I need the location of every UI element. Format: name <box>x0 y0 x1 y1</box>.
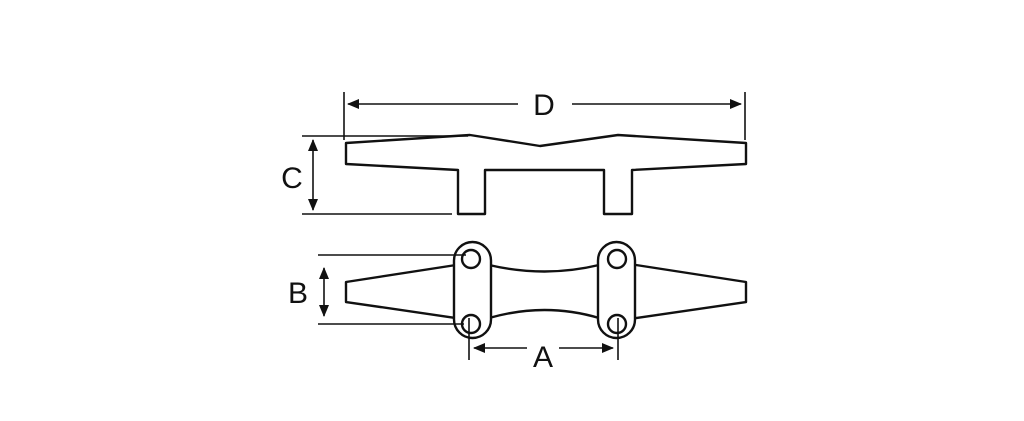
cleat-top-horn-outline <box>344 263 748 320</box>
mounting-hole-right-bottom <box>606 313 628 335</box>
cleat-side-view <box>344 133 748 216</box>
dimension-label-a-backdrop <box>527 336 559 362</box>
dimension-a: A <box>468 318 619 374</box>
dimension-label-a: A <box>533 341 553 374</box>
dimension-c: C <box>281 135 468 215</box>
cleat-base-pad-right <box>596 240 637 340</box>
mounting-hole-right-top <box>606 248 628 270</box>
cleat-side-outline <box>344 133 748 216</box>
dimension-label-c: C <box>281 162 303 195</box>
dimension-b: B <box>288 254 466 325</box>
cleat-top-view <box>344 240 748 340</box>
mounting-hole-left-top <box>460 248 482 270</box>
dimension-d: D <box>343 89 746 140</box>
dimension-label-d: D <box>533 89 555 122</box>
cleat-base-pad-left <box>452 240 493 340</box>
dimension-label-b: B <box>288 277 308 310</box>
